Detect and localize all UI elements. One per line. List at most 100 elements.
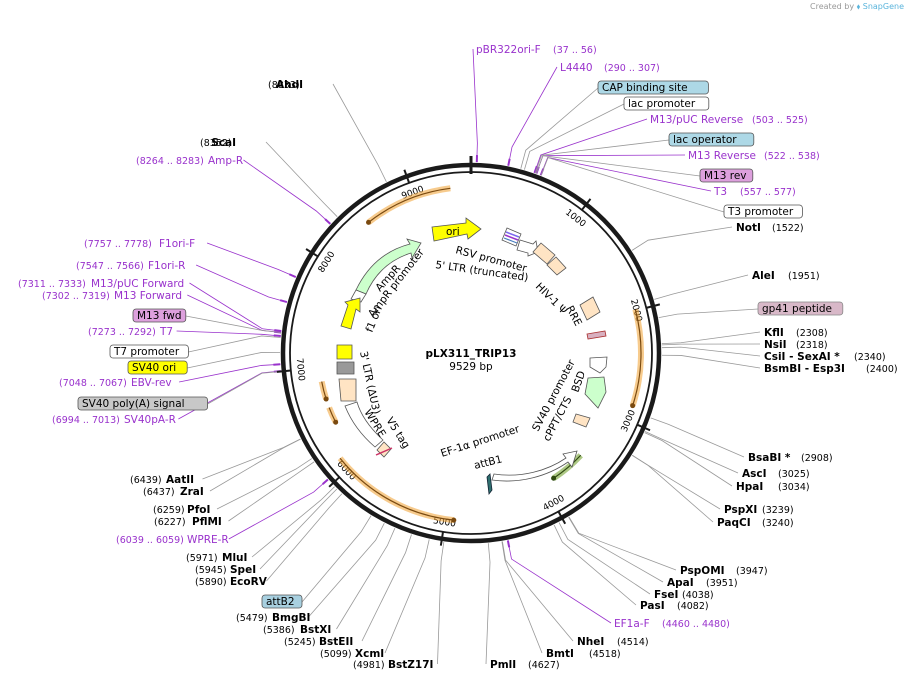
primer-site	[506, 540, 511, 548]
feature-box-m13-fwd[interactable]	[132, 308, 187, 323]
feature-rre[interactable]	[579, 296, 601, 321]
enzyme-label-bsteii[interactable]: BstEII	[319, 636, 353, 648]
enzyme-label-hpai[interactable]: HpaI	[736, 481, 763, 493]
feature-rsv-promoter-stripes[interactable]	[501, 227, 522, 247]
feature-box-attb2[interactable]	[261, 594, 303, 609]
primer-label-pbr322ori-f[interactable]: pBR322ori-F	[476, 44, 541, 56]
feature-ori[interactable]	[431, 217, 482, 242]
orf-arc-head	[451, 517, 457, 523]
feature-box-m13-rev[interactable]	[699, 168, 754, 183]
feature-box-cap-binding-site[interactable]	[597, 80, 709, 95]
feature-sv40-polya-block[interactable]	[336, 361, 355, 375]
feature-box-t7-promoter[interactable]	[109, 344, 189, 359]
enzyme-label-kfli[interactable]: KflI	[764, 327, 784, 339]
enzyme-label-bsabi[interactable]: BsaBI *	[748, 452, 791, 464]
enzyme-label-ecorv[interactable]: EcoRV	[230, 576, 268, 588]
primer-label-f1ori-r[interactable]: F1ori-R	[148, 260, 185, 272]
feature-box-lac-promoter[interactable]	[623, 96, 710, 111]
primer-label-l4440[interactable]: L4440	[560, 62, 593, 74]
primer-label-m13-forward[interactable]: M13 Forward	[114, 290, 182, 302]
feature-box-lac-operator[interactable]	[668, 132, 755, 147]
feature-box-sv40-poly-a-signal[interactable]	[77, 396, 209, 411]
plasmid-name: pLX311_TRIP13	[426, 348, 517, 360]
feature-cppt[interactable]	[572, 413, 591, 428]
enzyme-label-alei[interactable]: AleI	[752, 270, 775, 282]
enzyme-label-pasi[interactable]: PasI	[640, 600, 665, 612]
feature-f1-ori[interactable]	[340, 297, 361, 330]
feature-ef1a-promoter[interactable]	[491, 450, 578, 482]
enzyme-leader	[661, 346, 761, 357]
feature-sv40-promoter[interactable]	[589, 356, 608, 374]
tick-mark	[646, 303, 661, 309]
feature-3-ltr[interactable]	[338, 378, 357, 402]
feature-5-ltr[interactable]	[532, 242, 556, 265]
primer-label-t7[interactable]: T7	[159, 326, 173, 338]
enzyme-label-pspxi[interactable]: PspXI	[724, 504, 757, 516]
enzyme-leader	[558, 522, 651, 595]
feature-shapes	[336, 217, 608, 496]
enzyme-position: (3025)	[778, 469, 810, 480]
enzyme-position: (5479)	[236, 613, 268, 624]
enzyme-label-scai[interactable]: ScaI	[211, 137, 236, 149]
primer-position: (7302 .. 7319)	[42, 291, 110, 302]
feature-leader	[301, 515, 372, 603]
feature-wpre[interactable]	[344, 401, 384, 448]
enzyme-label-nhei[interactable]: NheI	[577, 636, 604, 648]
orf-arc-head	[323, 396, 329, 402]
enzyme-label-pspomi[interactable]: PspOMI	[680, 565, 725, 577]
enzyme-label-paqci[interactable]: PaqCI	[717, 517, 751, 529]
primer-label-m13-reverse[interactable]: M13 Reverse	[688, 150, 756, 162]
enzyme-label-bmgbi[interactable]: BmgBI	[272, 612, 310, 624]
feature-sv40-ori-block[interactable]	[336, 344, 353, 360]
tick-label: 7000	[294, 358, 306, 382]
primer-leader	[534, 118, 648, 173]
enzyme-label-csii-sexai[interactable]: CsiI - SexAI *	[764, 351, 840, 363]
primer-label-m13-puc-forward[interactable]: M13/pUC Forward	[91, 278, 184, 290]
enzyme-label-bmti[interactable]: BmtI	[546, 648, 574, 660]
feature-box-label: attB2	[266, 596, 295, 608]
enzyme-label-pflmi[interactable]: PflMI	[192, 516, 222, 528]
enzyme-label-apai[interactable]: ApaI	[667, 577, 694, 589]
feature-box-t3-promoter[interactable]	[723, 204, 803, 219]
enzyme-label-bstz17i[interactable]: BstZ17I	[388, 659, 433, 671]
enzyme-label-pmli[interactable]: PmlI	[490, 659, 516, 671]
enzyme-label-pfoi[interactable]: PfoI	[187, 504, 210, 516]
enzyme-label-fsei[interactable]: FseI	[654, 589, 678, 601]
primer-position: (7547 .. 7566)	[76, 261, 144, 272]
primer-label-m13-puc-reverse[interactable]: M13/pUC Reverse	[650, 114, 743, 126]
feature-leader	[534, 139, 670, 174]
feature-ampr[interactable]	[355, 238, 422, 295]
watermark-prefix: Created by	[810, 2, 855, 11]
feature-hiv-psi[interactable]	[546, 256, 567, 276]
enzyme-label-ahdi[interactable]: AhdI	[276, 79, 303, 91]
primer-label-sv40pa-r[interactable]: SV40pA-R	[124, 414, 176, 426]
primer-position: (290 .. 307)	[604, 63, 660, 74]
primer-label-ef1a-f[interactable]: EF1a-F	[614, 618, 650, 630]
enzyme-label-bsmbi-esp3i[interactable]: BsmBI - Esp3I	[764, 363, 845, 375]
feature-box-sv40-ori[interactable]	[127, 360, 188, 375]
primer-label-wpre-r[interactable]: WPRE-R	[187, 534, 229, 546]
feature-leader	[188, 335, 281, 353]
enzyme-label-nsii[interactable]: NsiI	[764, 339, 787, 351]
enzyme-label-noti[interactable]: NotI	[736, 222, 761, 234]
enzyme-position: (6439)	[130, 475, 162, 486]
primer-label-amp-r[interactable]: Amp-R	[208, 155, 243, 167]
enzyme-leader	[384, 539, 430, 654]
enzyme-label-spei[interactable]: SpeI	[230, 564, 256, 576]
primer-position: (6994 .. 7013)	[52, 415, 120, 426]
feature-box-gp41-peptide[interactable]	[757, 301, 844, 316]
orf-arc[interactable]	[337, 456, 455, 524]
orf-arc-head	[333, 419, 339, 425]
enzyme-label-xcmi[interactable]: XcmI	[355, 648, 384, 660]
enzyme-label-aatii[interactable]: AatII	[166, 474, 194, 486]
feature-bsd[interactable]	[584, 376, 607, 409]
primer-label-t3[interactable]: T3	[713, 186, 727, 198]
feature-attb1[interactable]	[486, 473, 493, 496]
enzyme-label-asci[interactable]: AscI	[742, 468, 767, 480]
primer-label-ebv-rev[interactable]: EBV-rev	[131, 377, 172, 389]
enzyme-label-zrai[interactable]: ZraI	[180, 486, 204, 498]
primer-label-f1ori-f[interactable]: F1ori-F	[159, 238, 195, 250]
feature-gp41[interactable]	[586, 330, 607, 340]
enzyme-label-bstxi[interactable]: BstXI	[300, 624, 331, 636]
enzyme-label-mlui[interactable]: MluI	[222, 552, 247, 564]
